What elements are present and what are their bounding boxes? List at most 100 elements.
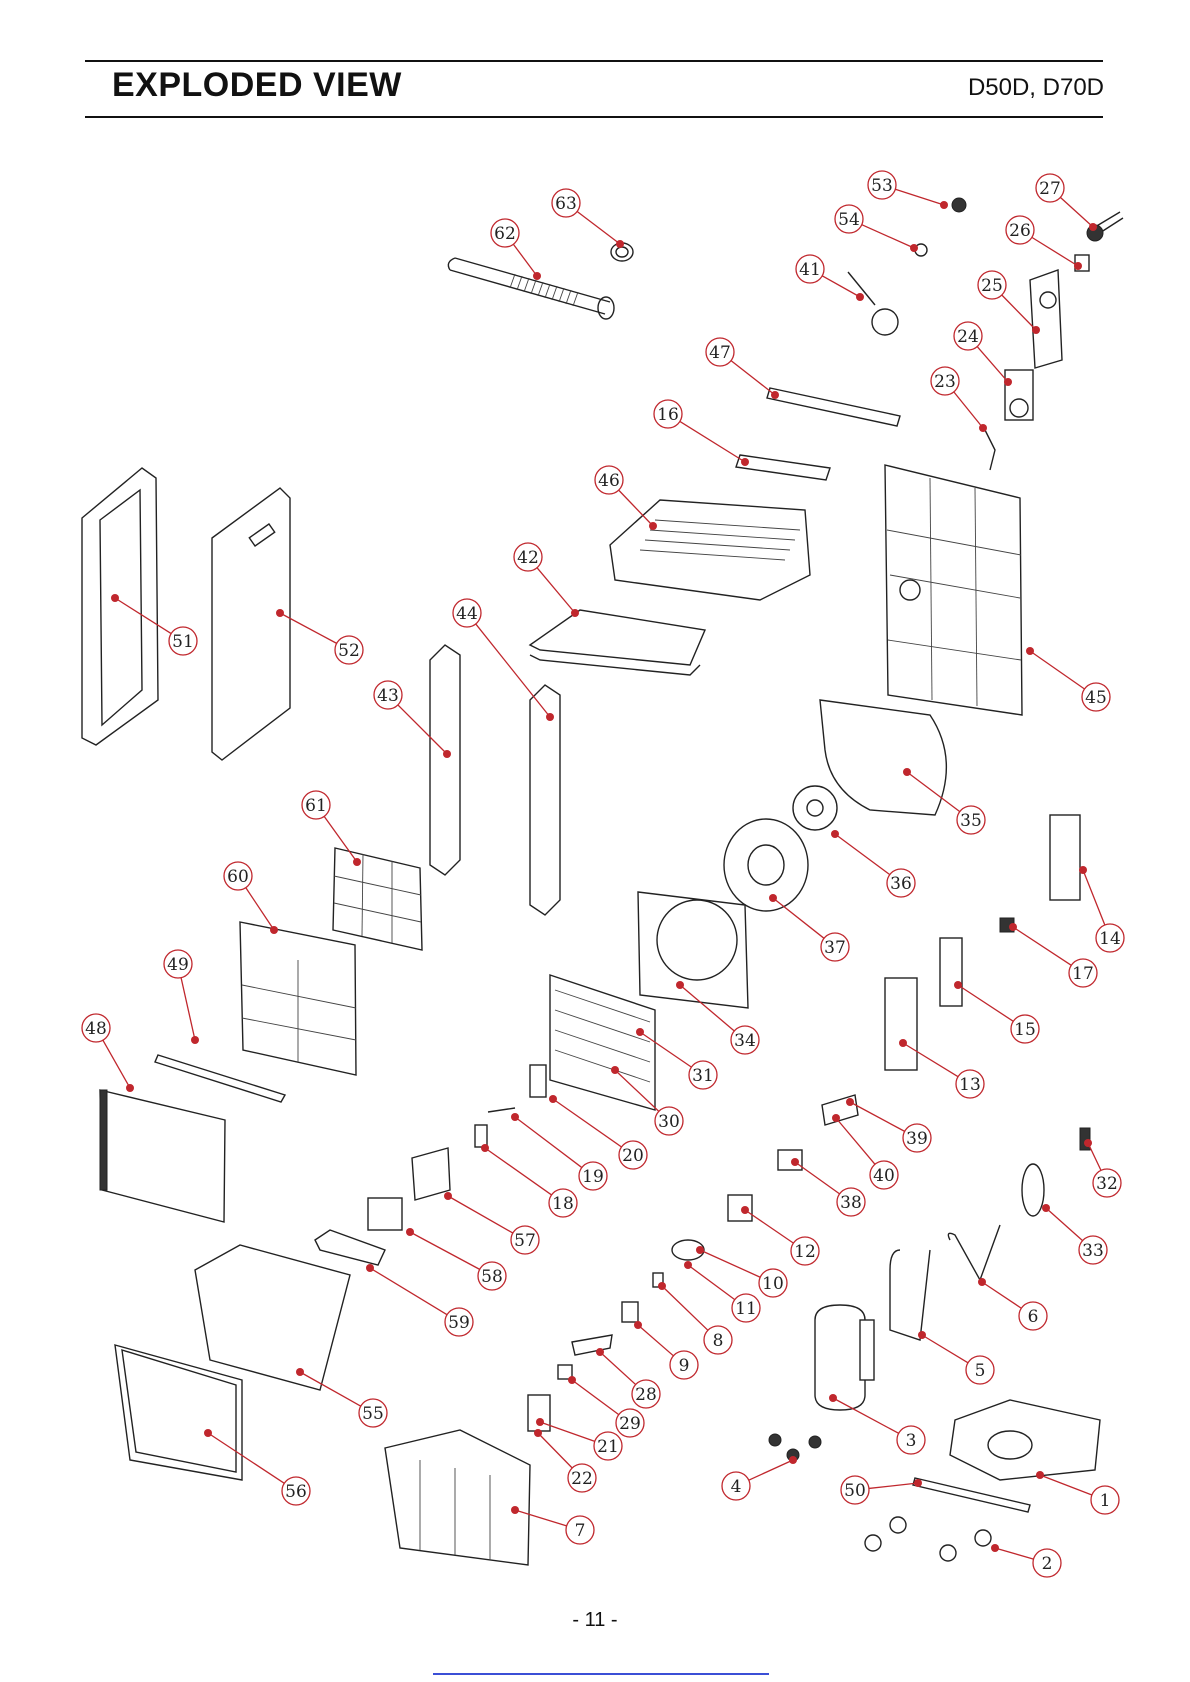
callout-number: 2 [1042, 1554, 1053, 1574]
callout-leader-line [1060, 197, 1093, 227]
callout-54: 54 [835, 205, 918, 252]
part-58-float [368, 1198, 402, 1230]
callout-number: 29 [619, 1414, 641, 1434]
callout-4: 4 [722, 1456, 797, 1500]
callout-number: 28 [635, 1385, 657, 1405]
part-19-tube [488, 1108, 515, 1112]
callout-dot [676, 981, 684, 989]
callout-number: 38 [840, 1193, 862, 1213]
part-35-fan-housing [820, 700, 946, 815]
part-43-rail [430, 645, 460, 875]
callout-29: 29 [568, 1376, 644, 1437]
callout-number: 18 [552, 1194, 574, 1214]
callout-dot [126, 1084, 134, 1092]
callout-38: 38 [791, 1158, 865, 1216]
part-55-water-bucket [195, 1245, 350, 1390]
part-59-handle [315, 1230, 385, 1265]
callout-59: 59 [366, 1264, 473, 1336]
callout-dot [649, 522, 657, 530]
callout-dot [991, 1544, 999, 1552]
callout-number: 42 [517, 548, 539, 568]
callout-leader-line [795, 1162, 840, 1194]
callout-number: 24 [957, 327, 979, 347]
callout-number: 44 [456, 604, 478, 624]
callout-number: 58 [481, 1267, 503, 1287]
page-number: - 11 - [0, 1609, 1190, 1632]
part-2-caster [865, 1535, 881, 1551]
callout-number: 1 [1100, 1491, 1111, 1511]
callout-number: 6 [1028, 1307, 1039, 1327]
callout-56: 56 [204, 1429, 310, 1505]
footer-link-underline[interactable] [433, 1673, 769, 1675]
callout-leader-line [1032, 237, 1078, 266]
callout-leader-line [448, 1196, 513, 1233]
callout-number: 22 [571, 1469, 593, 1489]
callout-leader-line [749, 1460, 793, 1480]
callout-number: 45 [1085, 688, 1107, 708]
callout-leader-line [922, 1335, 968, 1363]
callout-dot [546, 713, 554, 721]
part-5-pipe [890, 1250, 930, 1340]
callout-dot [568, 1376, 576, 1384]
callout-dot [940, 201, 948, 209]
part-25-plate [1030, 270, 1062, 368]
callout-leader-line [1088, 1143, 1101, 1170]
callout-leader-line [476, 624, 550, 717]
callout-55: 55 [296, 1368, 387, 1427]
callout-leader-line [1030, 651, 1085, 689]
callout-number: 41 [799, 260, 821, 280]
callout-number: 60 [227, 867, 249, 887]
callout-number: 51 [172, 632, 194, 652]
callout-leader-line [515, 1117, 582, 1168]
callout-15: 15 [954, 981, 1039, 1043]
part-45-back-panel [885, 465, 1022, 715]
callout-number: 40 [873, 1166, 895, 1186]
callout-dot [846, 1098, 854, 1106]
callout-dot [1089, 223, 1097, 231]
callout-leader-line [977, 347, 1008, 382]
callout-dot [1079, 866, 1087, 874]
callout-leader-line [958, 985, 1013, 1021]
callout-number: 63 [555, 194, 577, 214]
callout-number: 47 [709, 343, 731, 363]
callout-number: 36 [890, 874, 912, 894]
callout-63: 63 [552, 189, 624, 248]
callout-leader-line [537, 568, 575, 613]
callout-leader-line [835, 834, 890, 875]
part-18-block [475, 1125, 487, 1147]
callout-dot [636, 1028, 644, 1036]
callout-53: 53 [868, 171, 948, 209]
callout-dot [204, 1429, 212, 1437]
callout-dot [191, 1036, 199, 1044]
callout-leader-line [745, 1210, 793, 1243]
callout-dot [1084, 1139, 1092, 1147]
callout-dot [353, 858, 361, 866]
part-6-pipe [948, 1225, 1000, 1280]
callout-dot [111, 594, 119, 602]
callout-leader-line [1040, 1475, 1092, 1495]
callout-10: 10 [696, 1246, 787, 1297]
callout-leader-line [638, 1325, 673, 1356]
callout-number: 23 [934, 372, 956, 392]
callout-number: 54 [838, 210, 860, 230]
callout-dot [831, 830, 839, 838]
callout-leader-line [538, 1433, 572, 1468]
callout-leader-line [773, 898, 824, 938]
callout-number: 4 [731, 1477, 742, 1497]
part-49-bar [155, 1055, 285, 1102]
callout-number: 3 [906, 1431, 917, 1451]
callout-leader-line [662, 1286, 708, 1330]
callout-leader-line [982, 1282, 1021, 1308]
callout-6: 6 [978, 1278, 1047, 1330]
callout-33: 33 [1042, 1204, 1107, 1264]
callout-leader-line [600, 1352, 636, 1385]
callout-39: 39 [846, 1098, 931, 1152]
part-42-frame [530, 610, 705, 665]
part-9-relay [622, 1302, 638, 1322]
callout-48: 48 [82, 1014, 134, 1092]
part-15-plate [940, 938, 962, 1006]
callout-number: 52 [338, 641, 360, 661]
callout-dot [829, 1394, 837, 1402]
callout-dot [658, 1282, 666, 1290]
